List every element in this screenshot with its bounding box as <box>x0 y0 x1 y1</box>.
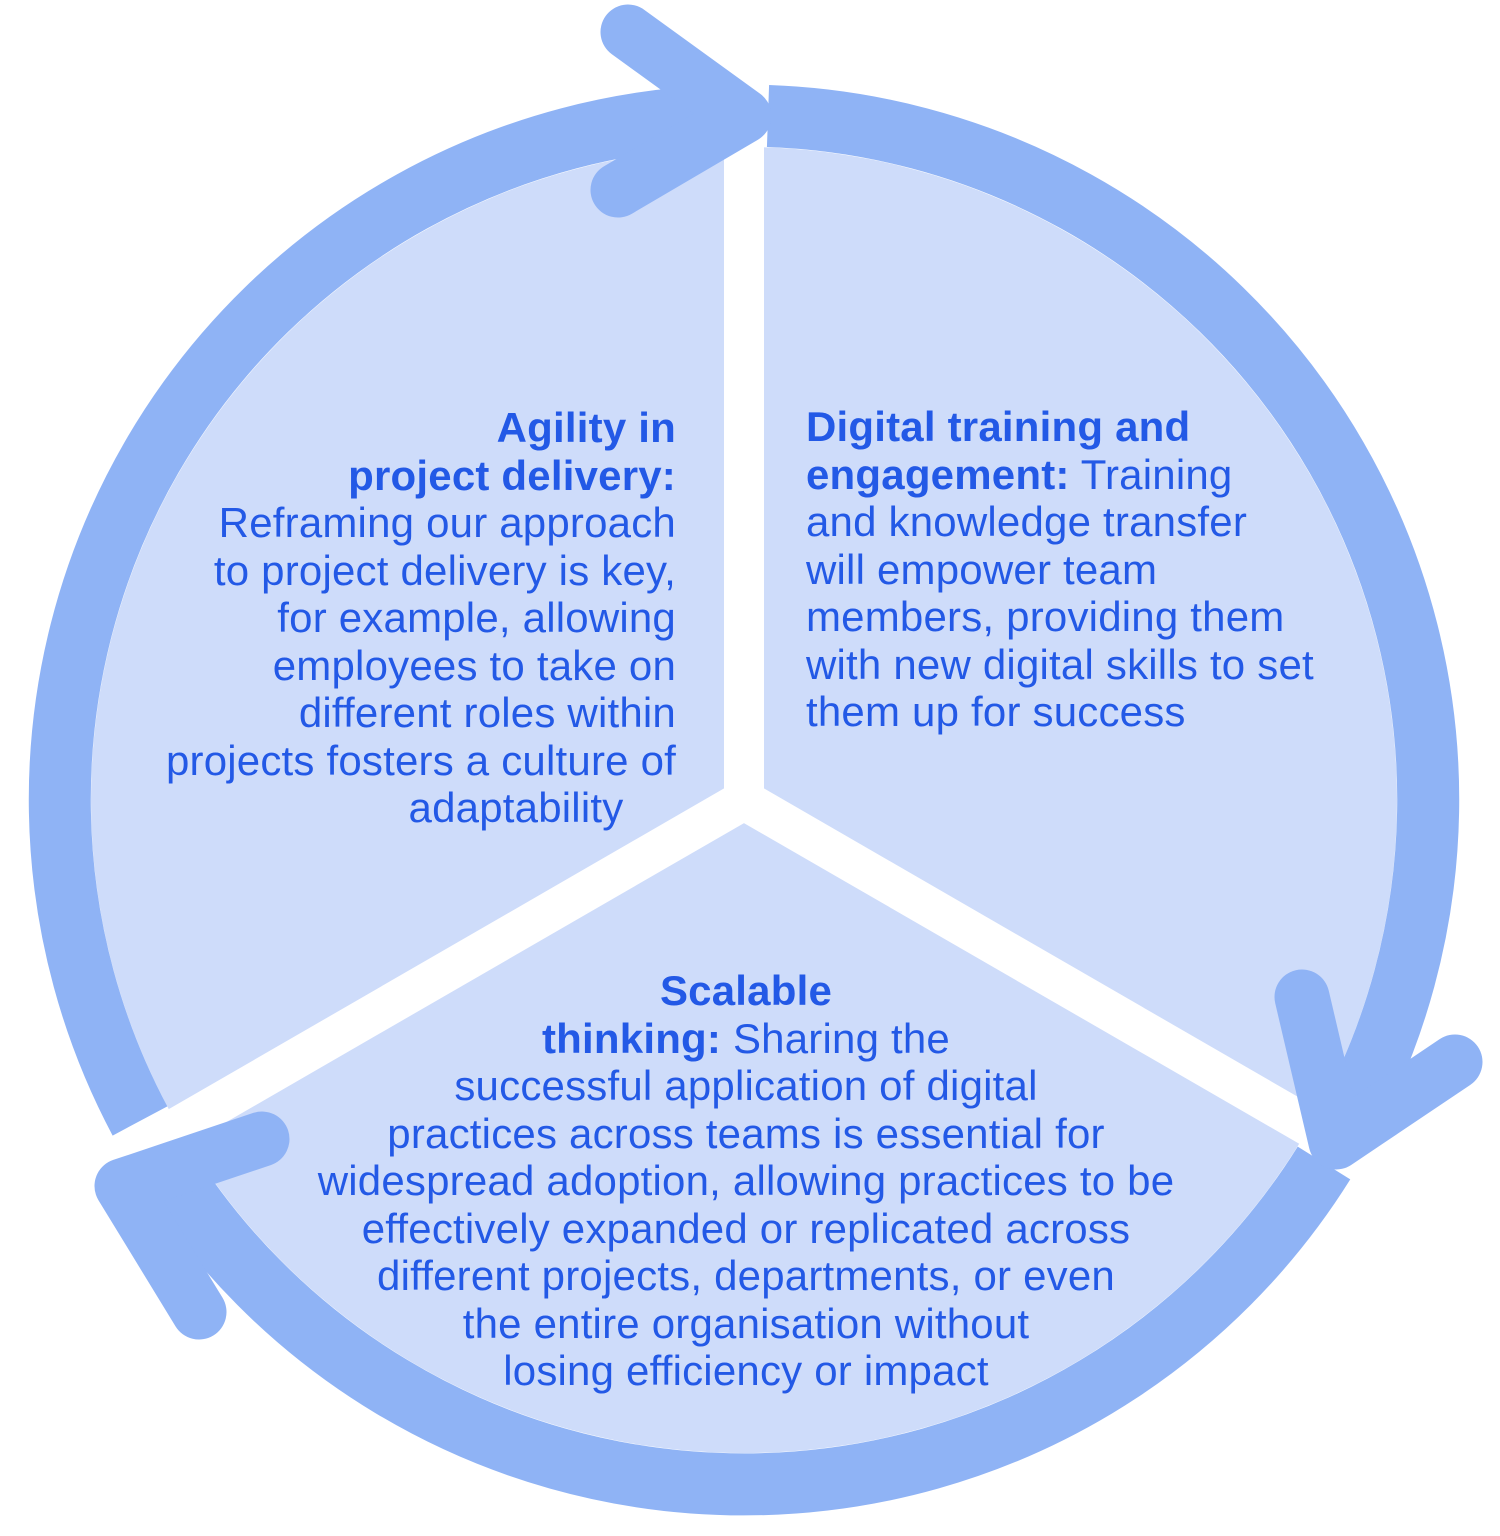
text-line: Scalable <box>284 967 1208 1015</box>
text-line: effectively expanded or replicated acros… <box>361 1204 1131 1252</box>
divider-bottom-right <box>733 782 1361 1168</box>
ring-arc-left <box>28 85 722 1136</box>
text-line: widespread adoption, allowing practices … <box>317 1157 1175 1204</box>
text-line: Reframing our approach <box>218 499 676 546</box>
text-line: to project delivery is key, <box>213 546 676 594</box>
text-line: different roles within <box>298 689 676 736</box>
text-line: employees to take on <box>272 641 676 689</box>
divider-bottom-left <box>127 782 755 1168</box>
text-line: adaptability <box>408 784 624 831</box>
text-line: will empower team <box>806 545 1158 593</box>
text-line-bold: thinking: <box>542 1014 722 1062</box>
text-line-bold: Digital training and <box>806 403 1191 450</box>
text-line: the entire organisation without <box>462 1299 1030 1347</box>
text-line: losing efficiency or impact <box>503 1347 989 1394</box>
text-line-bold: project delivery: <box>348 451 676 499</box>
text-line: successful application of digital <box>454 1062 1038 1109</box>
text-line-bold: Agility in <box>496 404 676 451</box>
text-line: project delivery: <box>156 452 676 500</box>
text-line: projects fosters a culture of <box>165 736 676 784</box>
ring-arc-right <box>766 85 1460 1136</box>
text-line: engagement: Training <box>806 450 1233 498</box>
text-line: and knowledge transfer <box>806 498 1248 545</box>
text-line-bold: Scalable <box>659 967 833 1014</box>
text-line: Digital training and <box>806 403 1426 451</box>
text-line: members, providing them <box>806 593 1285 640</box>
text-line: for example, allowing <box>277 594 676 641</box>
arrow-bottom-left-icon <box>94 1111 290 1340</box>
text-line: with new digital skills to set <box>806 640 1314 688</box>
text-line: different projects, departments, or even <box>377 1252 1115 1299</box>
arrow-bottom-right-icon <box>1274 969 1483 1170</box>
text-line: thinking: Sharing the <box>542 1014 950 1062</box>
text-line-bold: engagement: <box>806 450 1070 498</box>
ring-arc-bottom <box>137 1146 1351 1516</box>
text-line: practices across teams is essential for <box>387 1109 1105 1157</box>
text-line: them up for success <box>806 688 1186 735</box>
arrow-top-icon <box>590 4 772 218</box>
text-line: Agility in <box>156 404 676 452</box>
